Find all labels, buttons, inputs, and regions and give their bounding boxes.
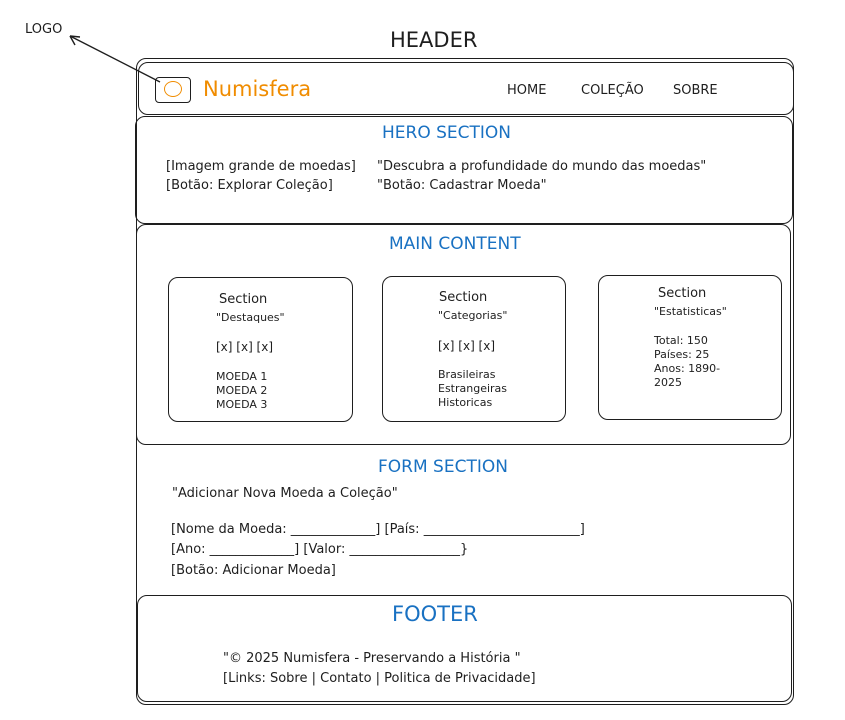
section-heading: Section (658, 286, 707, 301)
footer-copyright: "© 2025 Numisfera - Preservando a Histór… (223, 651, 521, 666)
form-section-title: FORM SECTION (378, 457, 508, 477)
register-coin-button[interactable]: "Botão: Cadastrar Moeda" (377, 178, 547, 193)
placeholder-icons: [x] [x] [x] (438, 339, 496, 353)
add-coin-button[interactable]: [Botão: Adicionar Moeda] (171, 563, 336, 578)
section-name: "Estatisticas" (654, 305, 727, 318)
logo[interactable] (155, 77, 191, 103)
form-name-country-fields[interactable]: [Nome da Moeda: _____________] [País: __… (171, 522, 585, 537)
list-item: Estrangeiras (438, 382, 508, 395)
hero-tagline: "Descubra a profundidade do mundo das mo… (377, 159, 707, 174)
section-card-estatisticas: Section "Estatisticas" Total: 150 Países… (598, 275, 782, 420)
hero-image-placeholder: [Imagem grande de moedas] (166, 159, 356, 174)
hero-section: HERO SECTION [Imagem grande de moedas] "… (135, 116, 793, 224)
list-item: Historicas (438, 396, 493, 409)
header-annotation: HEADER (390, 28, 478, 52)
explore-collection-button[interactable]: [Botão: Explorar Coleção] (166, 178, 333, 193)
section-card-categorias: Section "Categorias" [x] [x] [x] Brasile… (382, 276, 566, 422)
logo-coin-icon (164, 81, 182, 97)
footer-section: FOOTER "© 2025 Numisfera - Preservando a… (137, 595, 792, 702)
form-subtitle: "Adicionar Nova Moeda a Coleção" (172, 486, 398, 501)
list-item: MOEDA 3 (216, 398, 268, 411)
stat-countries: Países: 25 (654, 348, 710, 361)
footer-title: FOOTER (392, 602, 478, 626)
list-item: MOEDA 2 (216, 384, 268, 397)
hero-title: HERO SECTION (382, 123, 512, 143)
stat-total: Total: 150 (654, 334, 708, 347)
main-content-section: MAIN CONTENT (136, 224, 791, 445)
main-content-title: MAIN CONTENT (389, 234, 521, 254)
footer-links[interactable]: [Links: Sobre | Contato | Politica de Pr… (223, 671, 536, 686)
stat-years-end: 2025 (654, 376, 682, 389)
nav-sobre[interactable]: SOBRE (673, 83, 718, 98)
stat-years: Anos: 1890- (654, 362, 721, 375)
nav-home[interactable]: HOME (507, 83, 547, 98)
form-year-value-fields[interactable]: [Ano: _____________] [Valor: ___________… (171, 542, 469, 557)
section-heading: Section (439, 290, 488, 305)
section-name: "Categorias" (438, 309, 508, 322)
placeholder-icons: [x] [x] [x] (216, 340, 274, 354)
section-heading: Section (219, 292, 268, 307)
logo-annotation: LOGO (25, 22, 63, 37)
section-name: "Destaques" (216, 311, 285, 324)
nav-colecao[interactable]: COLEÇÃO (581, 83, 644, 98)
header-bar: Numisfera HOME COLEÇÃO SOBRE (138, 62, 794, 115)
list-item: MOEDA 1 (216, 370, 268, 383)
list-item: Brasileiras (438, 368, 496, 381)
section-card-destaques: Section "Destaques" [x] [x] [x] MOEDA 1 … (168, 277, 353, 422)
brand-name[interactable]: Numisfera (203, 77, 312, 101)
